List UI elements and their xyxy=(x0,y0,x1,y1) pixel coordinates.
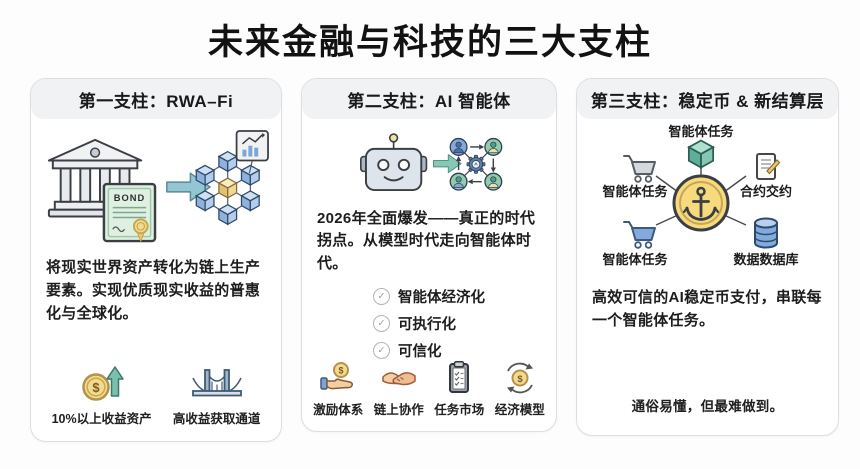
check-circle-icon: ✓ xyxy=(373,288,390,305)
anchor-coin-icon xyxy=(672,174,729,232)
diagram-label-right: 合约交约 xyxy=(739,184,791,199)
arrow-right-icon xyxy=(433,154,462,174)
pillar1-header: 第一支柱：RWA–Fi xyxy=(31,79,281,119)
database-icon xyxy=(753,217,778,249)
diagram-label-left: 智能体任务 xyxy=(602,184,668,199)
bond-certificate-icon: BOND xyxy=(102,182,157,243)
pillar3-footnote: 通俗易懂，但最难做到。 xyxy=(631,399,784,414)
svg-text:$: $ xyxy=(92,380,100,395)
blockchain-network-icon xyxy=(195,150,260,225)
pillar-cards-row: 第一支柱：RWA–Fi BOND xyxy=(0,65,860,442)
clipboard-icon xyxy=(449,361,470,393)
robot-icon xyxy=(360,133,428,191)
handshake-icon xyxy=(381,372,416,386)
check-circle-icon: ✓ xyxy=(373,342,390,359)
pillar2-description: 2026年全面爆发——真正的时代拐点。从模型时代走向智能体时代。 xyxy=(317,209,536,273)
pillar3-header: 第三支柱：稳定币 & 新结算层 xyxy=(577,79,838,119)
check-circle-icon: ✓ xyxy=(373,315,390,332)
svg-text:$: $ xyxy=(339,366,344,376)
feature-collaboration: 链上协作 xyxy=(374,361,424,418)
checklist-label: 可信化 xyxy=(398,344,442,360)
feature-label: 经济模型 xyxy=(494,403,545,417)
cube-icon xyxy=(687,139,714,169)
contract-document-icon xyxy=(755,153,780,180)
coin-cycle-icon: $ xyxy=(506,362,533,394)
diagram-label-bottom-right: 数据数据库 xyxy=(733,252,798,267)
pillar-card-rwa-fi: 第一支柱：RWA–Fi BOND xyxy=(30,78,282,442)
feature-label: 10%以上收益资产 xyxy=(51,412,152,426)
checklist-label: 智能体经济化 xyxy=(398,290,485,306)
feature-label: 激励体系 xyxy=(313,403,364,417)
rwa-tokenization-illustration: BOND xyxy=(47,130,269,243)
hand-coin-icon: $ xyxy=(320,362,354,390)
svg-text:BOND: BOND xyxy=(114,193,145,203)
cart-blue-icon xyxy=(622,221,656,249)
pillar2-checklist: ✓ 智能体经济化 ✓ 可执行化 ✓ 可信化 xyxy=(373,286,485,361)
pillar-card-ai-agents: 第二支柱：AI 智能体 xyxy=(301,78,557,432)
stablecoin-hub-diagram: 智能体任务 xyxy=(602,124,798,267)
feature-yield-assets: $ 10%以上收益资产 xyxy=(52,364,152,427)
checklist-item: ✓ 可信化 xyxy=(373,340,485,361)
pillar2-features: $ 激励体系 链上协作 xyxy=(302,361,556,431)
diagram-label-bottom-left: 智能体任务 xyxy=(602,252,668,267)
feature-label: 高收益获取通道 xyxy=(172,412,261,426)
pillar2-header: 第二支柱：AI 智能体 xyxy=(302,79,556,119)
page-title: 未来金融与科技的三大支柱 xyxy=(207,23,652,62)
pillar1-description: 将现实世界资产转化为链上生产要素。实现优质现实收益的普惠化与全球化。 xyxy=(46,259,261,322)
bridge-icon xyxy=(191,369,242,397)
cart-gray-icon xyxy=(622,155,656,183)
chart-panel-icon xyxy=(235,130,269,174)
feature-label: 链上协作 xyxy=(373,403,424,417)
gear-icon xyxy=(466,154,486,174)
feature-incentive: $ 激励体系 xyxy=(313,361,363,418)
feature-task-market: 任务市场 xyxy=(434,361,484,418)
feature-yield-channel: 高收益获取通道 xyxy=(172,364,261,427)
feature-label: 任务市场 xyxy=(434,403,485,417)
pillar3-description: 高效可信的AI稳定币支付，串联每一个智能体任务。 xyxy=(592,289,822,329)
checklist-item: ✓ 可执行化 xyxy=(373,313,485,334)
coin-up-arrow-icon: $ xyxy=(81,366,124,401)
robot-to-agent-network-illustration xyxy=(360,133,503,191)
svg-text:$: $ xyxy=(517,374,523,385)
checklist-label: 可执行化 xyxy=(398,317,456,333)
feature-economic-model: $ 经济模型 xyxy=(495,361,545,418)
agent-network-icon xyxy=(449,137,503,191)
pillar-card-stablecoin: 第三支柱：稳定币 & 新结算层 智能体任务 xyxy=(576,78,839,436)
checklist-item: ✓ 智能体经济化 xyxy=(373,286,485,307)
diagram-label-top: 智能体任务 xyxy=(668,124,734,139)
pillar1-features: $ 10%以上收益资产 高收益获取通道 xyxy=(31,364,281,441)
